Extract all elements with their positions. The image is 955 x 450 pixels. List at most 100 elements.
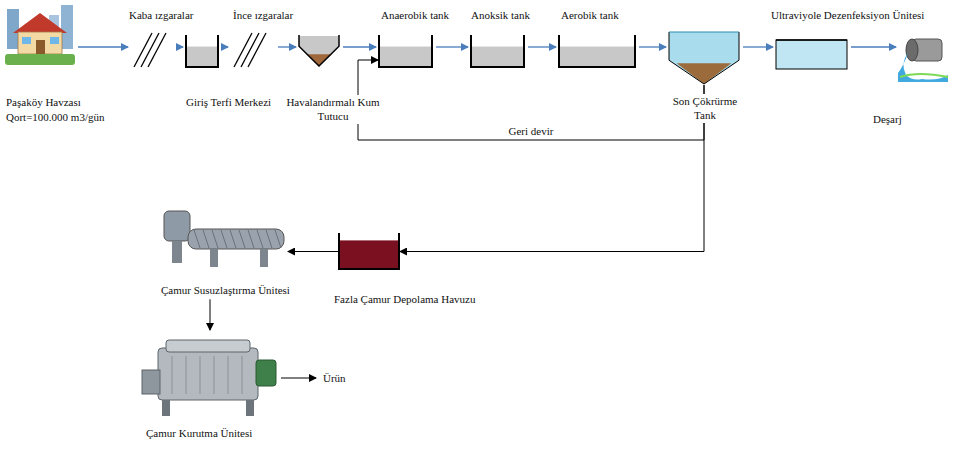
drawing-part <box>172 241 182 263</box>
drawing-part <box>188 229 284 249</box>
dewater-icon <box>160 205 288 270</box>
drawing-part <box>299 36 339 66</box>
dryer-icon <box>140 330 278 420</box>
unit-label: Deşarj <box>872 112 903 126</box>
drawing-part <box>306 54 331 66</box>
drawing-part <box>379 35 432 67</box>
drawing-part <box>256 360 276 386</box>
drawing-part <box>22 37 31 44</box>
tank-icon <box>470 35 525 68</box>
flow-connector <box>288 251 338 252</box>
drawing-part <box>471 35 524 67</box>
drawing-part <box>266 230 272 248</box>
tank-icon <box>185 35 219 68</box>
unit-label: Fazla Çamur Depolama Havuzu <box>333 292 476 306</box>
drawing-part <box>142 370 160 394</box>
drawing-part <box>162 400 170 416</box>
process-unit: Paşaköy HavzasıQort=100.000 m3/gün <box>5 5 75 65</box>
drawing-part <box>221 230 227 248</box>
unit-label: Kaba ızgaralar <box>128 8 194 22</box>
grating-icon <box>130 32 175 68</box>
flow-connector <box>436 46 468 47</box>
drawing-part <box>898 53 948 82</box>
unit-label: Havalandırmalı Kum Tutucu <box>278 95 388 124</box>
process-unit: Havalandırmalı Kum Tutucu <box>298 35 340 67</box>
edge-label: Geri devir <box>508 124 555 138</box>
drawing-part <box>186 356 187 394</box>
product-label: Ürün <box>322 371 347 385</box>
drawing-part <box>248 33 266 67</box>
process-unit: Çamur Susuzlaştırma Ünitesi <box>160 205 288 270</box>
drawing-part <box>172 356 173 394</box>
unit-label: Çamur Kurutma Ünitesi <box>145 426 253 440</box>
drawing-part <box>339 233 399 269</box>
drawing-part <box>36 40 45 54</box>
flow-connector <box>528 46 556 47</box>
drawing-part <box>210 249 218 267</box>
drawing-part <box>228 356 229 394</box>
unit-label: Anaerobik tank <box>380 8 450 22</box>
drawing-part <box>203 230 209 248</box>
flow-connector <box>400 85 704 252</box>
drawing-part <box>379 47 432 67</box>
funnel-icon <box>298 35 340 67</box>
drawing-part <box>906 39 918 61</box>
drawing-part <box>559 47 635 67</box>
process-unit: Ultraviyole Dezenfeksiyon Ünitesi <box>775 35 848 70</box>
process-unit: Giriş Terfi Merkezi <box>185 35 219 68</box>
drawing-part <box>214 356 215 394</box>
product-arrow <box>281 378 316 379</box>
uv-icon <box>775 35 848 70</box>
drawing-part <box>242 356 243 394</box>
unit-label: Çamur Susuzlaştırma Ünitesi <box>160 283 291 297</box>
discharge-icon <box>898 35 950 83</box>
drawing-part <box>257 230 263 248</box>
drawing-part <box>246 400 254 416</box>
drawing-part <box>166 340 250 352</box>
drawing-part <box>194 230 200 248</box>
flow-connector <box>210 299 211 330</box>
process-unit: Aerobik tank <box>558 35 636 68</box>
drawing-part <box>186 47 218 67</box>
unit-label: Anoksik tank <box>470 8 531 22</box>
flow-connector <box>343 46 376 47</box>
unit-label: Aerobik tank <box>560 8 620 22</box>
settling-icon <box>668 30 740 85</box>
drawing-part <box>776 39 847 41</box>
tank-icon <box>378 35 433 68</box>
process-unit: Çamur Kurutma Ünitesi <box>140 330 278 420</box>
flow-connector <box>639 46 666 47</box>
house-icon <box>5 5 75 65</box>
drawing-part <box>669 32 739 33</box>
drawing-part <box>158 348 258 400</box>
drawing-part <box>299 35 339 66</box>
drawing-part <box>164 211 190 241</box>
flow-connector <box>222 46 228 47</box>
process-unit: Anaerobik tank <box>378 35 433 68</box>
drawing-part <box>669 32 739 84</box>
drawing-part <box>471 47 524 67</box>
unit-label: Qort=100.000 m3/gün <box>5 110 105 124</box>
tank-icon <box>558 35 636 68</box>
drawing-part <box>260 249 268 267</box>
process-unit: Anoksik tank <box>470 35 525 68</box>
drawing-part <box>559 35 635 67</box>
drawing-part <box>900 74 948 77</box>
drawing-part <box>7 9 19 49</box>
process-unit: Fazla Çamur Depolama Havuzu <box>338 233 400 270</box>
flow-connector <box>78 46 128 47</box>
grating-icon <box>230 32 275 68</box>
pool-icon <box>338 233 400 270</box>
unit-label: Paşaköy Havzası <box>5 95 82 109</box>
unit-label: Ultraviyole Dezenfeksiyon Ünitesi <box>770 8 925 22</box>
drawing-part <box>148 33 166 67</box>
flow-connector <box>358 60 704 140</box>
drawing-part <box>239 230 245 248</box>
flow-connector <box>851 46 896 47</box>
drawing-part <box>275 230 281 248</box>
drawing-part <box>5 54 75 65</box>
drawing-part <box>776 40 847 69</box>
drawing-part <box>18 32 62 54</box>
process-unit: Deşarj <box>898 35 950 83</box>
